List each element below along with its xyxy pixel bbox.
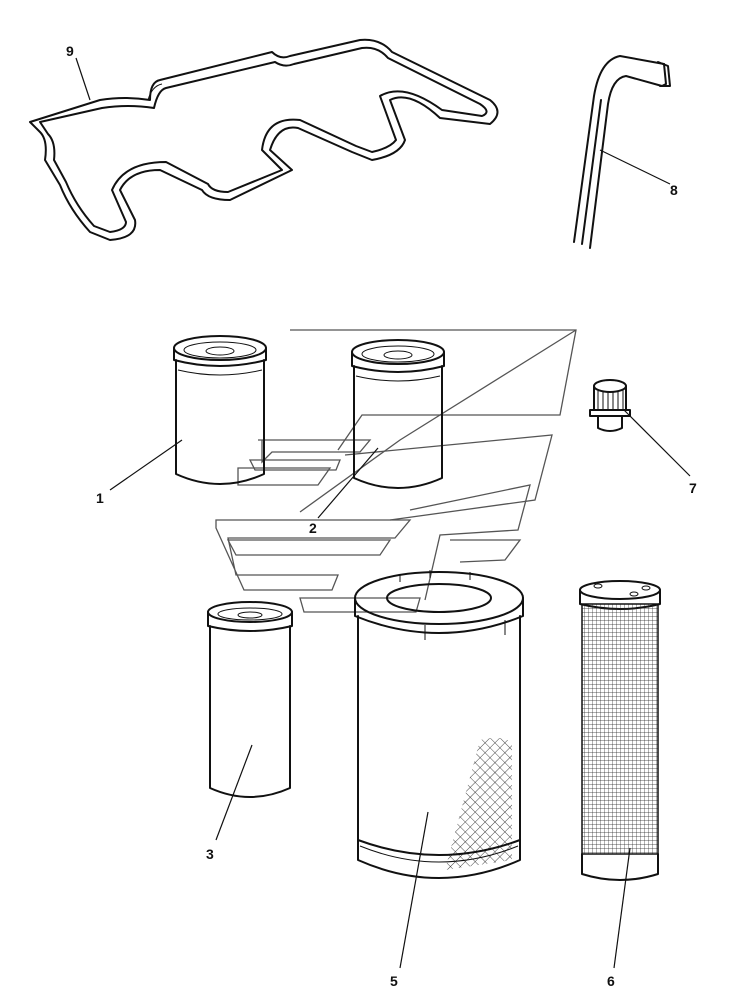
callout-2: 2 — [309, 520, 317, 536]
callout-7: 7 — [689, 480, 697, 496]
callout-labels: 1 2 3 5 6 7 8 9 — [66, 43, 697, 989]
watermark-logo — [215, 329, 577, 613]
callout-1: 1 — [96, 490, 104, 506]
callout-6: 6 — [607, 973, 615, 989]
leader-2 — [317, 447, 379, 519]
callout-3: 3 — [206, 846, 214, 862]
leader-8 — [599, 149, 671, 185]
breather-cap — [589, 379, 631, 432]
leader-5 — [399, 811, 429, 969]
spin-on-filter-3 — [207, 601, 293, 798]
air-filter-outer — [354, 570, 524, 879]
leader-7 — [623, 409, 691, 477]
leader-3 — [215, 744, 253, 841]
leader-9 — [75, 57, 91, 101]
callout-8: 8 — [670, 182, 678, 198]
leader-6 — [613, 847, 631, 969]
callout-9: 9 — [66, 43, 74, 59]
leader-lines — [75, 57, 691, 969]
spin-on-filter-1 — [173, 335, 267, 485]
cover-gasket — [29, 38, 499, 241]
leader-1 — [109, 439, 183, 491]
spin-on-filter-2 — [351, 339, 445, 489]
air-filter-inner — [579, 580, 661, 881]
hose-j — [573, 55, 671, 249]
callout-5: 5 — [390, 973, 398, 989]
